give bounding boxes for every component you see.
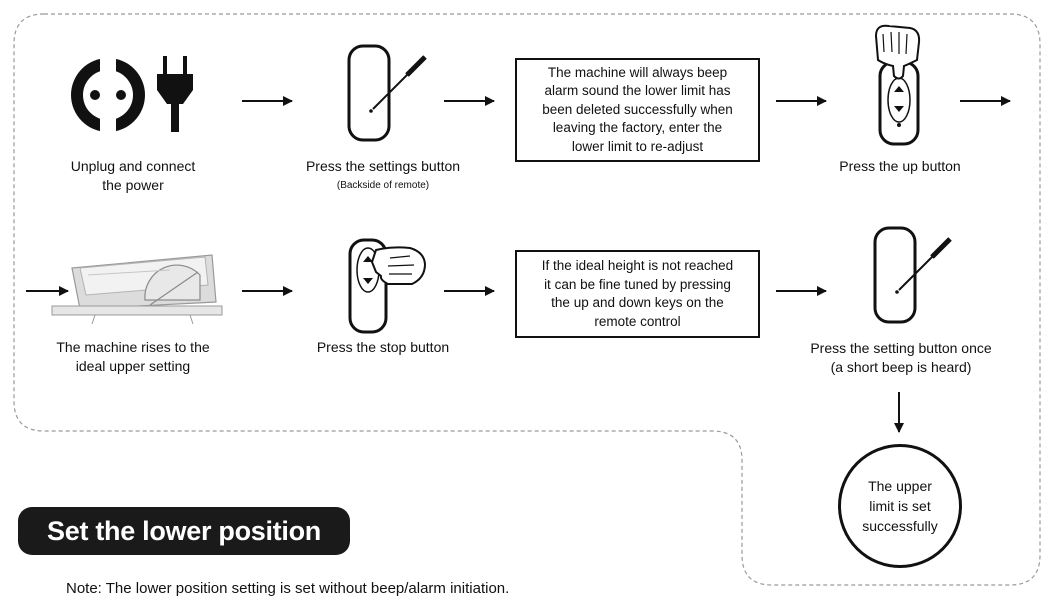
label-press-settings: Press the settings button [306,157,460,176]
label-line: ideal upper setting [75,358,191,374]
info-line: If the ideal height is not reached [541,258,734,273]
info-line: it can be fine tuned by pressing [544,276,731,292]
remote-back-icon [347,44,427,142]
label-line: Press the up button [839,158,961,174]
label-line: Press the setting button once [810,340,992,356]
section-title-lower-position: Set the lower position [18,507,350,555]
label-line: Press the stop button [316,339,450,355]
label-machine-rises: The machine rises to the ideal upper set… [56,338,209,376]
flow-arrows [26,96,1011,433]
power-plug-icon [157,56,193,132]
label-backside-note: (Backside of remote) [336,180,430,191]
result-upper-limit-set: The upper limit is set successfully [838,444,962,568]
result-line: The upper [868,478,932,494]
info-box-factory-beep: The machine will always beep alarm sound… [515,58,760,162]
info-line: the up and down keys on the [551,295,724,310]
machine-icon [51,254,223,325]
info-line: The machine will always beep [547,64,728,80]
label-unplug-power: Unplug and connect the power [71,157,196,195]
label-line: Press the settings button [305,158,461,174]
info-line: alarm sound the lower limit has [544,83,731,99]
info-line: remote control [594,313,681,329]
info-line: lower limit to re-adjust [571,138,704,154]
remote-press-up-icon [874,24,921,146]
power-socket-icon [71,58,145,132]
remote-press-stop-icon [348,238,427,334]
label-line: Unplug and connect [70,158,196,174]
label-line: The machine rises to the [56,339,210,355]
label-press-setting-once: Press the setting button once (a short b… [810,339,991,377]
info-line: been deleted successfully when [542,101,733,117]
lower-position-note: Note: The lower position setting is set … [66,580,510,597]
section-outline [13,13,1041,586]
result-line: successfully [862,518,938,534]
info-line: leaving the factory, enter the [552,120,723,136]
label-press-up: Press the up button [839,157,960,176]
result-line: limit is set [869,498,931,514]
label-line: (a short beep is heard) [830,359,972,375]
label-line: the power [102,177,164,193]
remote-pin-icon [873,226,952,324]
info-box-fine-tune: If the ideal height is not reached it ca… [515,250,760,338]
label-press-stop: Press the stop button [317,338,449,357]
